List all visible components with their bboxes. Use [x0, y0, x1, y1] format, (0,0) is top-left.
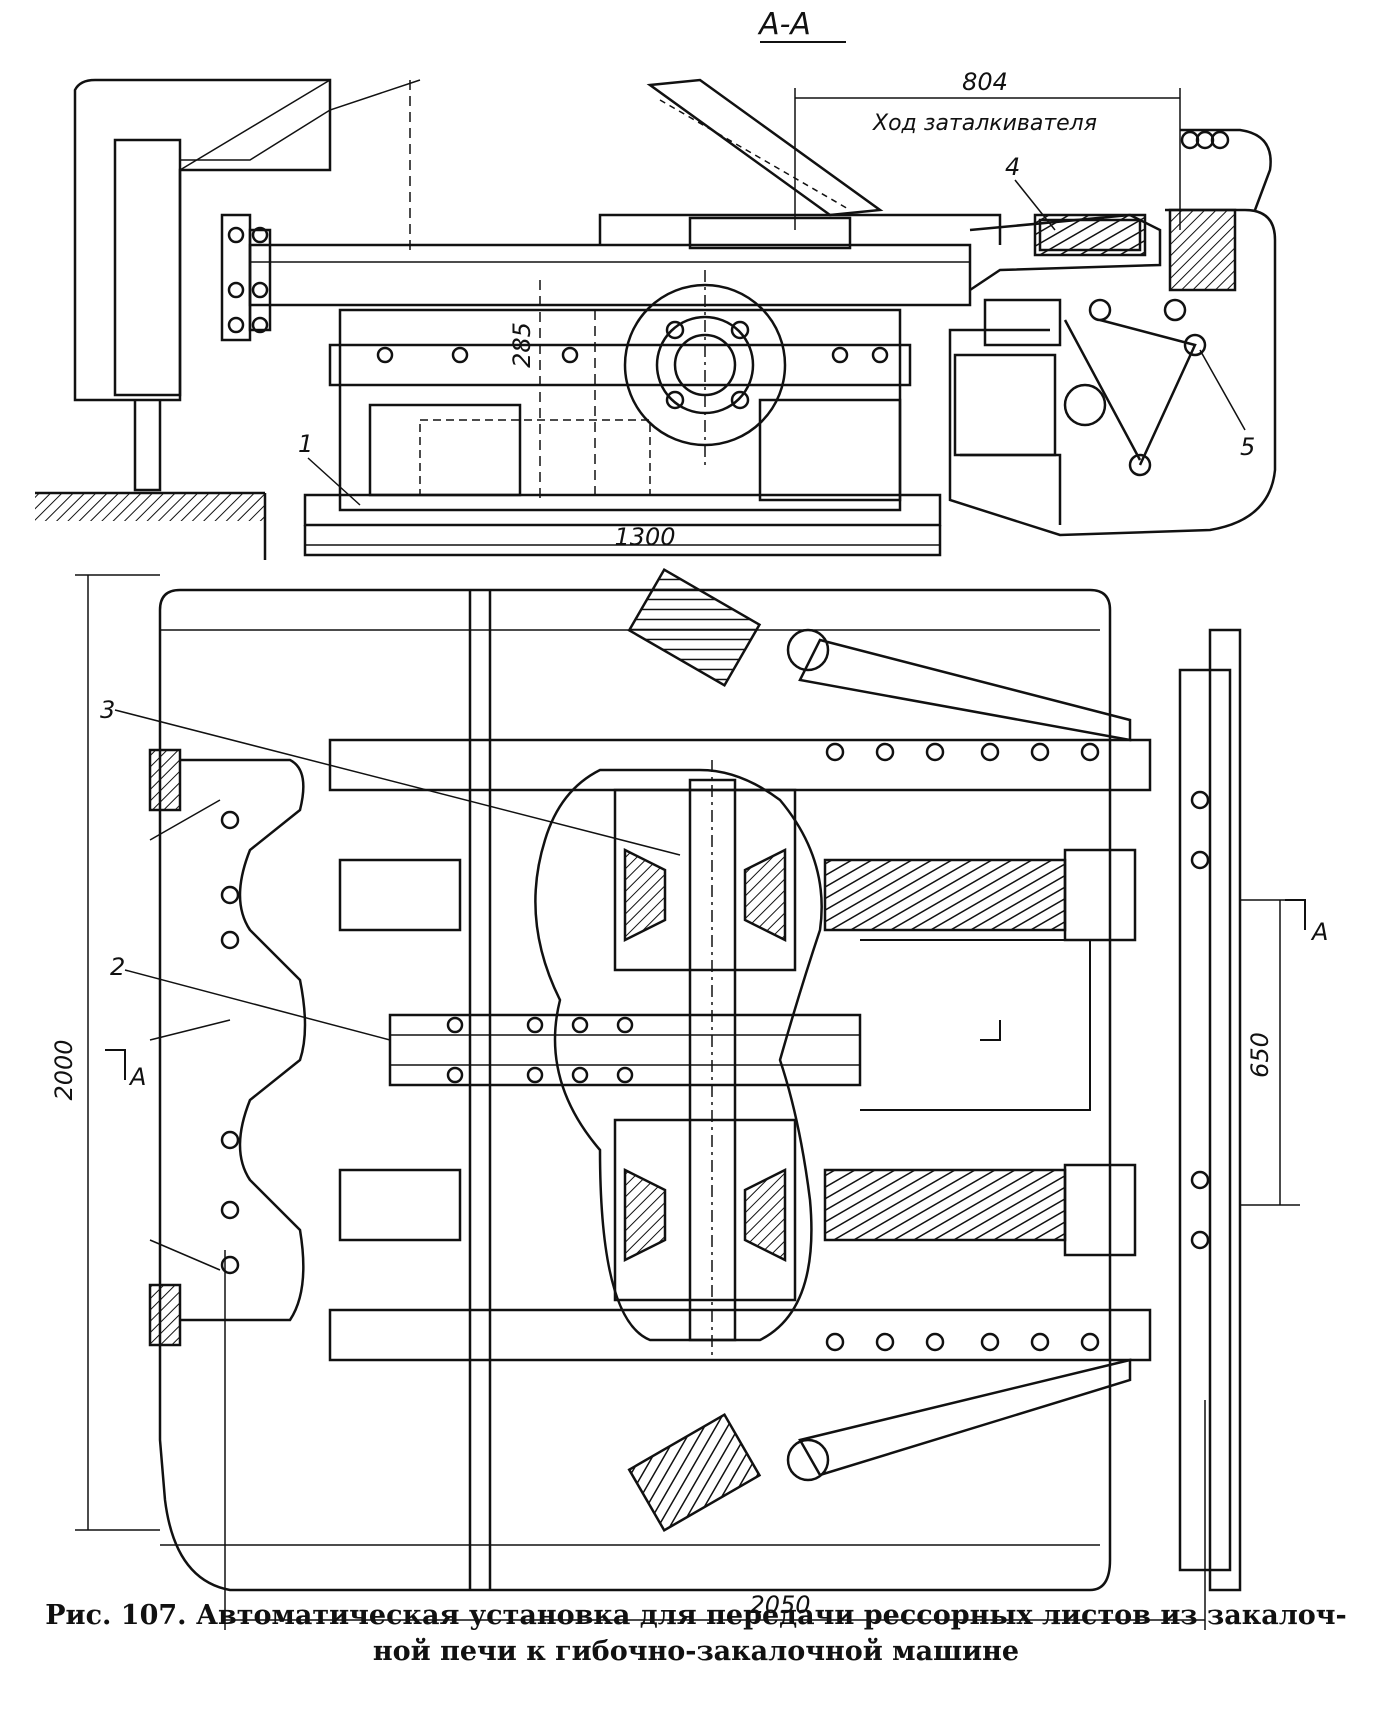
furnace-support: [133, 400, 162, 492]
gearbox-housing: [338, 308, 902, 512]
rail-bolts-lower: [825, 1332, 1100, 1352]
pusher-beam: [248, 243, 972, 307]
furnace-body: [73, 78, 332, 402]
callout-1: 1: [298, 430, 313, 458]
base-plate: [303, 493, 942, 527]
dim-650: 650: [1246, 1032, 1274, 1078]
section-title: А-А: [757, 7, 811, 42]
cut-mark-left: А: [128, 1063, 146, 1091]
dim-stroke: 804: [962, 68, 1008, 96]
dim-2050: 2050: [749, 1591, 810, 1619]
dim-2000: 2000: [50, 1039, 78, 1100]
caption-line-2: ной печи к гибочно-закалочной машине: [372, 1636, 1020, 1667]
right-plate: [860, 939, 1091, 1111]
flange-left: [220, 213, 252, 342]
rail-upper: [328, 738, 1152, 792]
rail-bolts-upper: [825, 742, 1100, 762]
pivot-lower: [786, 1438, 830, 1482]
left-bracket: [180, 758, 307, 1322]
furnace-door: [113, 138, 182, 397]
plan-outline: [158, 588, 1112, 1592]
section-view: А-А: [35, 7, 1277, 560]
callout-3: 3: [100, 696, 115, 724]
screw-lower: [823, 1168, 1067, 1242]
upper-chute-plan: [798, 638, 1132, 742]
gear-housing: [534, 768, 823, 1342]
screw-upper: [823, 858, 1067, 932]
cut-mark-right: А: [1310, 918, 1328, 946]
lower-chute-plan: [798, 1358, 1132, 1477]
pivot-upper: [786, 628, 830, 672]
floor-hatch: [35, 493, 265, 521]
dim-1300: 1300: [614, 523, 675, 551]
rail-lower: [328, 1308, 1152, 1362]
lever-assembly-5: [948, 208, 1277, 537]
caption-line-1: Рис. 107. Автоматическая установка для п…: [45, 1600, 1347, 1631]
dim-285: 285: [508, 322, 536, 368]
callout-4: 4: [1005, 153, 1020, 181]
spring-unit-lower: [627, 1412, 762, 1533]
callout-5: 5: [1240, 433, 1255, 461]
spring-unit-4: [1033, 213, 1147, 257]
figure-caption: Рис. 107. Автоматическая установка для п…: [40, 1598, 1352, 1670]
upper-chute: [646, 78, 884, 217]
dim-stroke-text: Ход заталкивателя: [872, 111, 1097, 136]
coupling-bar: [388, 1013, 862, 1087]
plan-view: 2000 2050 650 А А 3 2: [50, 567, 1328, 1630]
callout-2: 2: [110, 953, 125, 981]
spring-unit-upper: [627, 567, 762, 688]
